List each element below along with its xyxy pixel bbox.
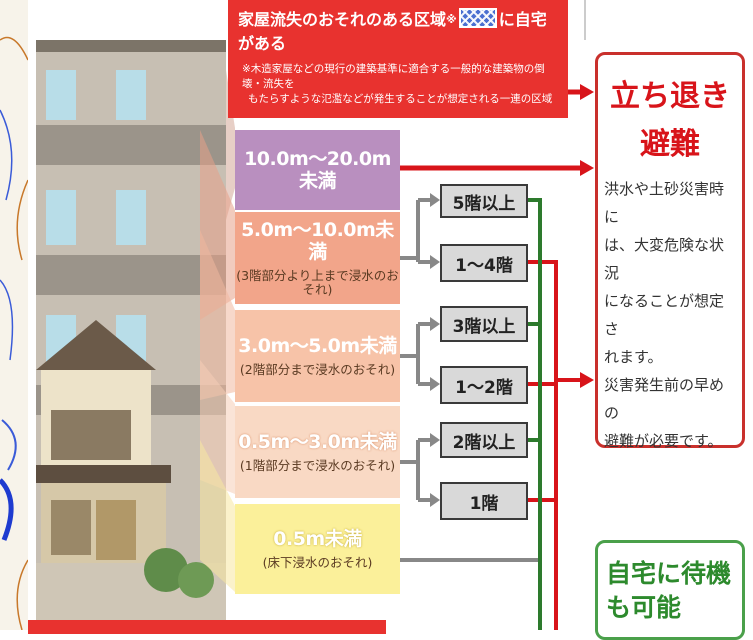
- map-lines-decoration: [0, 36, 28, 630]
- evacuation-body: 洪水や土砂災害時に は、大変危険な状況 になることが想定さ れます。 災害発生前…: [598, 169, 742, 455]
- depth-label-main: 10.0m～20.0m未満: [244, 148, 391, 192]
- red-connectors: [528, 260, 582, 630]
- floor-label: 3階以上: [452, 316, 516, 337]
- evacuation-body-line: れます。: [604, 348, 663, 366]
- flood-zone-banner: 家屋流失のおそれのある区域※に自宅がある ※木造家屋などの現行の建築基準に適合す…: [228, 0, 568, 118]
- floor-label: 1階: [469, 493, 499, 514]
- depth-label-sub: (床下浸水のおそれ): [262, 555, 373, 570]
- banner-title-text: 家屋流失のおそれのある区域: [238, 10, 447, 29]
- banner-title-mark: ※: [446, 13, 457, 26]
- depth-band-10-20: 10.0m～20.0m未満: [235, 130, 400, 210]
- wedge-05: [200, 440, 235, 592]
- depth-band-5-10: 5.0m～10.0m未満 (3階部分より上まで浸水のおそれ): [235, 212, 400, 304]
- depth-band-05: 0.5m未満 (床下浸水のおそれ): [235, 504, 400, 594]
- depth-label-main: 0.5m未満: [273, 528, 362, 550]
- depth-band-3-5: 3.0m～5.0m未満 (2階部分まで浸水のおそれ): [235, 310, 400, 402]
- branch-connectors: [400, 198, 540, 562]
- stay-home-title-line2: も可能: [606, 593, 682, 622]
- map-strip: [0, 0, 28, 630]
- depth-label-main: 3.0m～5.0m未満: [238, 335, 397, 357]
- banner-note-line2: もたらすような氾濫などが発生することが想定される一連の区域: [248, 93, 553, 105]
- depth-band-05-3: 0.5m～3.0m未満 (1階部分まで浸水のおそれ): [235, 406, 400, 498]
- evacuation-body-line: は、大変危険な状況: [604, 236, 725, 282]
- depth-label-sub: (3階部分より上まで浸水のおそれ): [236, 268, 399, 297]
- bottom-banner-edge: [28, 620, 386, 634]
- floor-box-1: 1階: [440, 482, 528, 520]
- floor-label: 1～4階: [455, 255, 513, 276]
- floor-box-1-4: 1～4階: [440, 244, 528, 282]
- floor-box-3plus: 3階以上: [440, 306, 528, 342]
- depth-label-main: 5.0m～10.0m未満: [241, 219, 394, 263]
- evacuation-panel: 立ち退き 避難 洪水や土砂災害時に は、大変危険な状況 になることが想定さ れま…: [595, 52, 745, 450]
- stay-home-title-line1: 自宅に待機: [606, 559, 732, 588]
- building-illustration: [36, 40, 226, 620]
- floor-label: 2階以上: [452, 432, 516, 453]
- banner-title-suffix: に自宅がある: [238, 10, 547, 53]
- wedge-3-5: [200, 230, 235, 400]
- evacuation-body-line: 洪水や土砂災害時に: [604, 180, 725, 226]
- stay-home-title: 自宅に待機 も可能: [598, 543, 742, 625]
- banner-note-line1: ※木造家屋などの現行の建築基準に適合する一般的な建築物の倒壊・流失を: [242, 63, 545, 90]
- floor-label: 1～2階: [455, 377, 513, 398]
- branch-arrowheads: [430, 193, 440, 507]
- depth-label-sub: (2階部分まで浸水のおそれ): [239, 362, 396, 377]
- depth-label-main: 0.5m～3.0m未満: [238, 431, 397, 453]
- floor-box-5plus: 5階以上: [440, 184, 528, 218]
- evacuation-body-line: になることが想定さ: [604, 292, 725, 338]
- floor-label: 5階以上: [452, 193, 516, 214]
- evacuation-title-line1: 立ち退き: [610, 79, 730, 114]
- banner-title: 家屋流失のおそれのある区域※に自宅がある: [238, 8, 558, 56]
- floor-box-2plus: 2階以上: [440, 422, 528, 458]
- green-connectors: [528, 198, 542, 630]
- banner-note: ※木造家屋などの現行の建築基準に適合する一般的な建築物の倒壊・流失を もたらすよ…: [238, 62, 558, 107]
- evacuation-title-line2: 避難: [640, 127, 700, 162]
- arrowhead-banner: [580, 84, 594, 100]
- stay-home-panel: 自宅に待機 も可能: [595, 540, 745, 640]
- depth-label-sub: (1階部分まで浸水のおそれ): [239, 458, 396, 473]
- evacuation-body-line: 避難が必要です。: [604, 432, 723, 450]
- hatched-area-icon: [458, 8, 497, 28]
- evacuation-body-line: 災害発生前の早めの: [604, 376, 725, 422]
- floor-box-1-2: 1～2階: [440, 366, 528, 404]
- arrowhead-10-20: [580, 160, 594, 176]
- arrowhead-evac-floors: [580, 372, 594, 388]
